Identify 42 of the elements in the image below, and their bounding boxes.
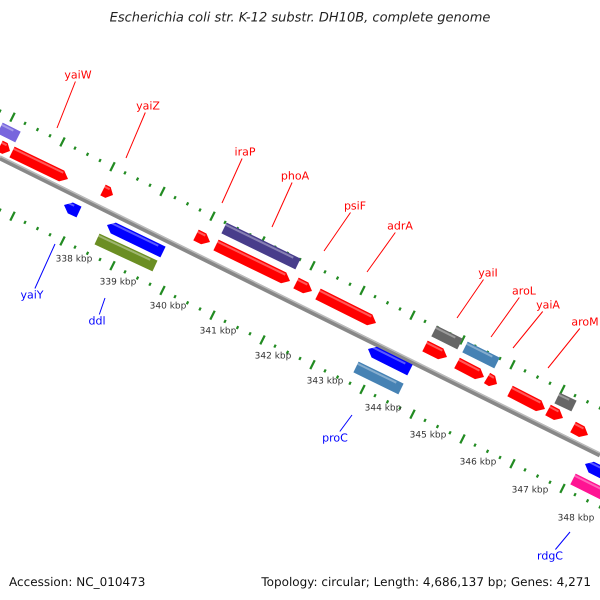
scale-label: 348 kbp [558, 514, 594, 524]
leader-line [272, 182, 293, 228]
gene-label: rdgC [537, 550, 563, 562]
leader-line [222, 158, 243, 204]
gene-label: adrA [387, 220, 413, 232]
leader-line [339, 414, 352, 432]
gene-label: proC [322, 432, 348, 444]
accession-text: Accession: NC_010473 [9, 576, 146, 588]
scale-label: 338 kbp [56, 256, 92, 264]
leader-line [554, 532, 570, 550]
gene-label: psiF [344, 200, 366, 212]
gene-label: yaiI [478, 268, 498, 278]
gene-label: yaiY [20, 290, 44, 300]
scale-label: 340 kbp [150, 302, 186, 312]
title: Escherichia coli str. K-12 substr. DH10B, complete genome [110, 12, 490, 24]
scale-label: 343 kbp [306, 378, 344, 386]
leader-line [126, 112, 146, 158]
leader-line [512, 311, 544, 348]
leader-line [456, 279, 484, 318]
gene-label: yaiZ [136, 100, 160, 112]
gene-label: yaiW [64, 70, 92, 80]
leader-line [56, 81, 76, 128]
gene-label: aroL [512, 286, 536, 296]
scale-label: 341 kbp [200, 328, 236, 336]
gene-label: aroM [571, 316, 599, 328]
leader-line [34, 244, 56, 289]
scale-label: 342 kbp [254, 352, 292, 362]
scale-label: 345 kbp [410, 432, 446, 440]
gene-label: yaiA [536, 300, 560, 310]
scale-label: 344 kbp [364, 404, 402, 414]
leader-line [324, 212, 351, 252]
scale-label: 347 kbp [512, 486, 548, 496]
leader-line [548, 328, 580, 368]
leader-line [366, 232, 396, 272]
gene-label: ddl [88, 316, 106, 326]
gene-label: iraP [234, 146, 256, 158]
gene-label: phoA [280, 170, 310, 182]
leader-line [490, 297, 520, 338]
genome-info-text: Topology: circular; Length: 4,686,137 bp; Genes: 4,271 [261, 576, 591, 588]
leader-line [98, 298, 106, 315]
scale-label: 346 kbp [460, 458, 496, 468]
scale-label: 339 kbp [100, 278, 136, 288]
